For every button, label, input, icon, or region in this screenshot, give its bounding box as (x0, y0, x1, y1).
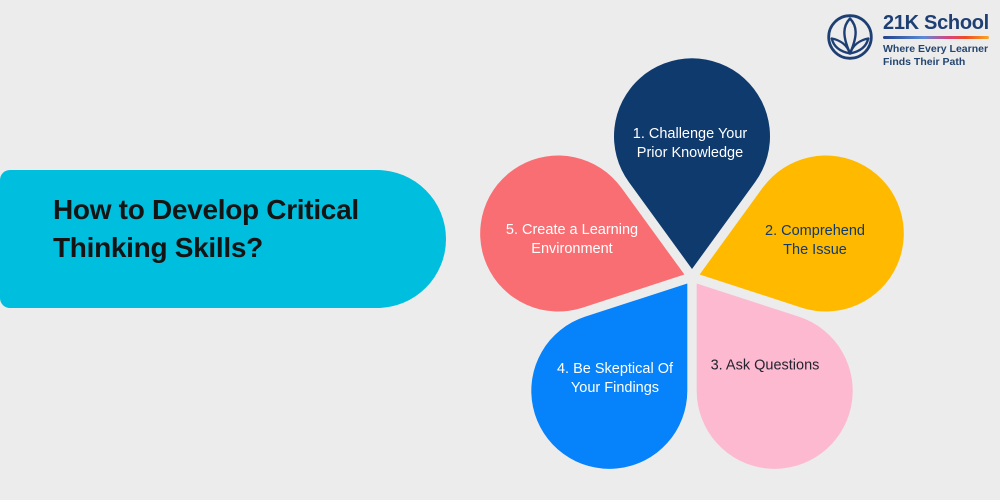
petal-2 (699, 155, 904, 312)
petal-1 (614, 58, 770, 269)
petal-3-label: 3. Ask Questions (710, 357, 820, 374)
petal-4-label: 4. Be Skeptical Of Your Findings (556, 361, 674, 396)
petal-4 (531, 283, 688, 469)
petal-2-label: 2. Comprehend The Issue (765, 223, 865, 258)
petal-3 (696, 283, 853, 469)
petal-5-label: 5. Create a Learning Environment (505, 222, 639, 257)
petal-5 (480, 155, 685, 312)
title-banner (0, 170, 446, 308)
petal-1-label: 1. Challenge Your Prior Knowledge (632, 126, 748, 161)
logo-tagline: Where Every Learner Finds Their Path (883, 42, 989, 68)
brand-logo: 21K School Where Every Learner Finds The… (826, 12, 989, 69)
logo-brand-name: 21K School (883, 12, 989, 34)
lotus-icon (827, 14, 873, 60)
page-title: How to Develop Critical Thinking Skills? (53, 194, 359, 263)
logo-text-block: 21K School Where Every Learner Finds The… (883, 12, 989, 69)
logo-gradient-rule (883, 36, 989, 39)
